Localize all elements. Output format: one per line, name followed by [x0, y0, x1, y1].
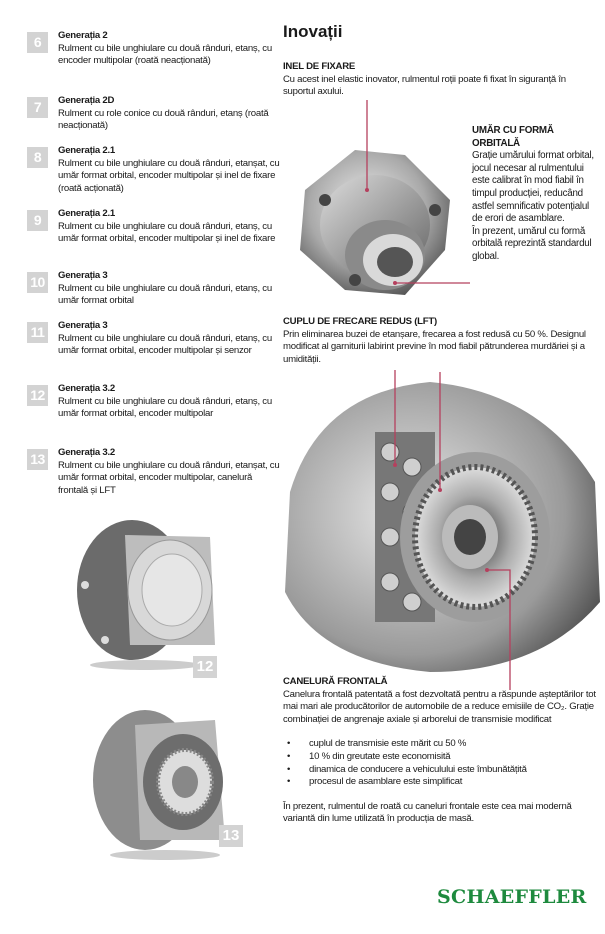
generation-description: Rulment cu bile unghiulare cu două rându… [58, 220, 276, 245]
closing-text: În prezent, rulmentul de roată cu canelu… [283, 800, 572, 825]
generation-number-badge: 13 [27, 449, 48, 470]
generation-title: Generația 3.2 [58, 447, 116, 458]
generation-description: Rulment cu bile unghiulare cu două rându… [58, 395, 272, 420]
section-text: Grație umărului format orbital, jocul ne… [472, 150, 594, 225]
generation-title: Generația 2 [58, 30, 108, 41]
section-title: CUPLU DE FRECARE REDUS (LFT) [283, 316, 437, 327]
generation-title: Generația 2.1 [58, 208, 116, 219]
image-badge-13: 13 [219, 825, 243, 847]
generation-title: Generația 3 [58, 270, 108, 281]
generation-description: Rulment cu bile unghiulare cu două rându… [58, 282, 272, 307]
cutaway-bearing-image [285, 382, 600, 672]
generation-number-badge: 7 [27, 97, 48, 118]
generation-description: Rulment cu bile unghiulare cu două rându… [58, 332, 272, 357]
benefit-item: procesul de asamblare este simplificat [283, 776, 598, 789]
generation-number-badge: 9 [27, 210, 48, 231]
generation-number-badge: 8 [27, 147, 48, 168]
generation-title: Generația 3 [58, 320, 108, 331]
generation-12-bearing-image [77, 520, 215, 670]
generation-description: Rulment cu bile unghiulare cu două rându… [58, 42, 272, 67]
section-title: INEL DE FIXARE [283, 61, 356, 72]
generation-description: Rulment cu role conice cu două rânduri, … [58, 107, 269, 132]
section-text: Canelura frontală patentată a fost dezvo… [283, 688, 596, 725]
section-title: UMĂR CU FORMĂ ORBITALĂ [472, 125, 554, 149]
section-text: Prin eliminarea buzei de etanșare, freca… [283, 328, 586, 365]
generation-number-badge: 12 [27, 385, 48, 406]
generation-description: Rulment cu bile unghiulare cu două rându… [58, 157, 280, 194]
snap-ring-section: INEL DE FIXARE Cu acest inel elastic ino… [283, 61, 593, 99]
section-text: În prezent, umărul cu formă orbitală rep… [472, 225, 592, 262]
spline-section: CANELURĂ FRONTALĂ Canelura frontală pate… [283, 676, 598, 826]
benefit-item: dinamica de conducere a vehiculului este… [283, 764, 598, 777]
generation-number-badge: 10 [27, 272, 48, 293]
generation-description: Rulment cu bile unghiulare cu două rându… [58, 459, 280, 496]
generation-number-badge: 11 [27, 322, 48, 343]
section-text: Cu acest inel elastic inovator, rulmentu… [283, 73, 566, 98]
generation-title: Generația 3.2 [58, 383, 116, 394]
orbital-section: UMĂR CU FORMĂ ORBITALĂ Grație umărului f… [472, 125, 600, 264]
generation-title: Generația 2D [58, 95, 115, 106]
lft-section: CUPLU DE FRECARE REDUS (LFT) Prin elimin… [283, 316, 598, 366]
section-title: CANELURĂ FRONTALĂ [283, 676, 388, 687]
benefit-item: cuplul de transmisie este mărit cu 50 % [283, 738, 598, 751]
page-title: Inovații [283, 22, 343, 41]
generation-number-badge: 6 [27, 32, 48, 53]
benefit-item: 10 % din greutate este economisită [283, 751, 598, 764]
benefit-list: cuplul de transmisie este mărit cu 50 %1… [283, 738, 598, 788]
image-badge-12: 12 [193, 656, 217, 678]
snap-ring-bearing-image [300, 150, 450, 295]
generation-title: Generația 2.1 [58, 145, 116, 156]
generation-13-bearing-image [93, 710, 225, 860]
schaeffler-logo: SCHAEFFLER [437, 886, 587, 908]
